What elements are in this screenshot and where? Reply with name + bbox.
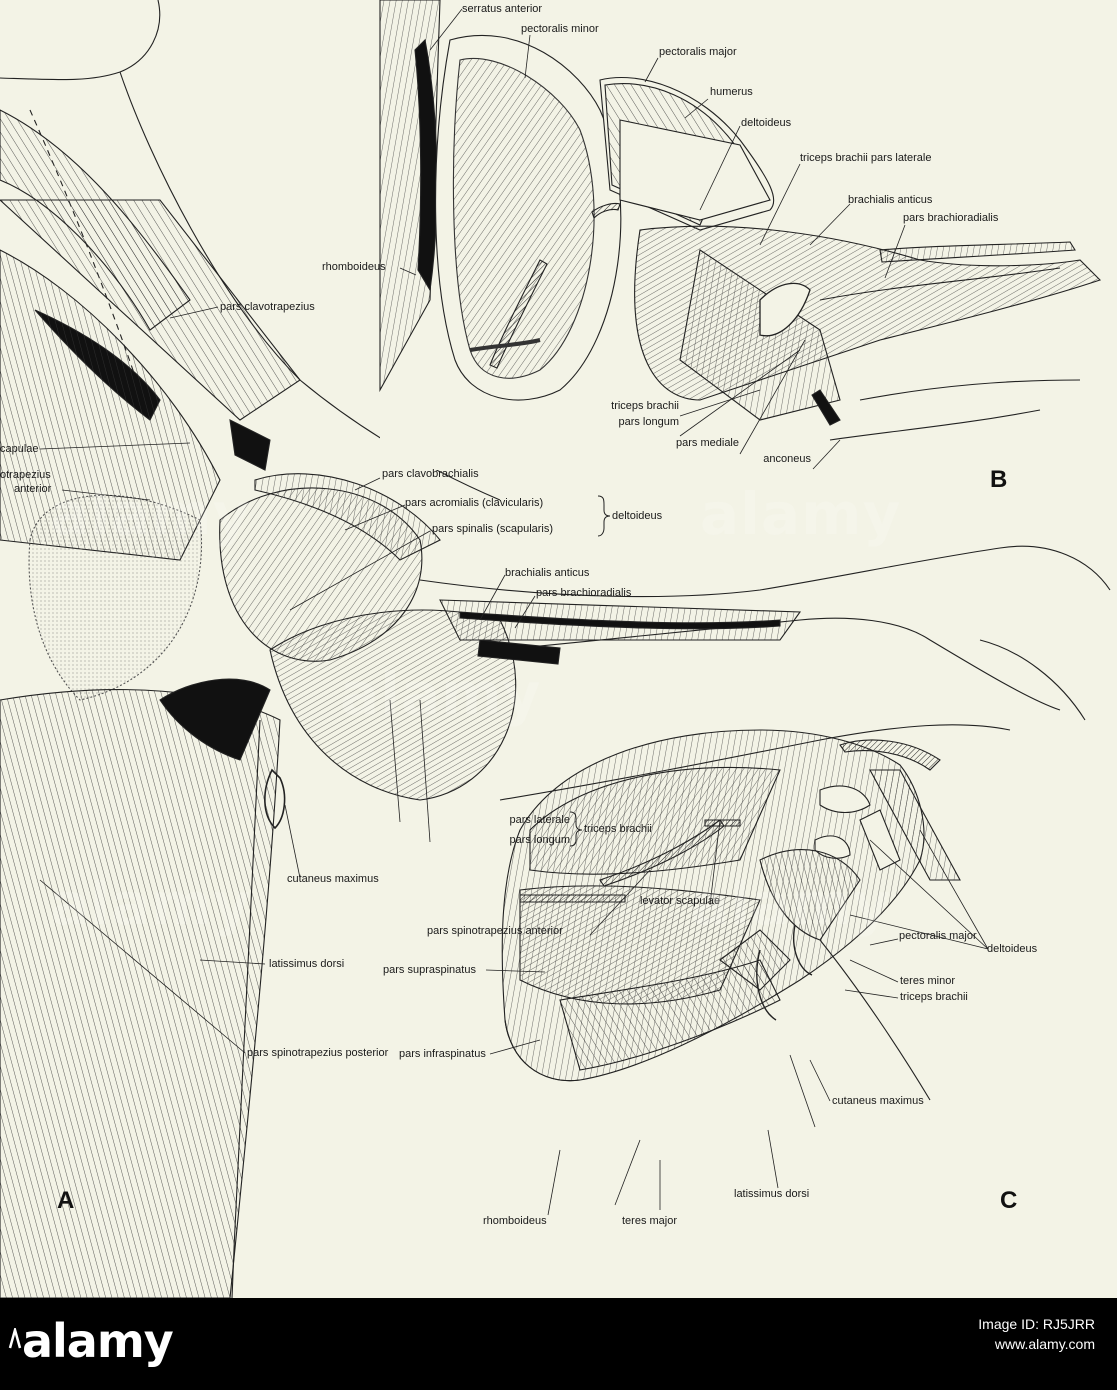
leader-lines <box>39 8 989 1216</box>
label-pars-laterale-a: pars laterale <box>509 814 570 826</box>
label-anconeus-b: anconeus <box>763 453 811 465</box>
label-scapulae-cut: capulae <box>0 443 39 455</box>
label-teres-major: teres major <box>622 1215 678 1227</box>
label-cutaneus-maximus-a: cutaneus maximus <box>287 873 379 885</box>
label-rhomboideus-b: rhomboideus <box>322 261 386 273</box>
footer-bar: alamy Image ID: RJ5JRR www.alamy.com <box>0 1298 1117 1390</box>
label-pars-clavotrapezius: pars clavotrapezius <box>220 301 315 313</box>
label-pars-brachioradialis-a: pars brachioradialis <box>536 587 632 599</box>
muscle-illustration <box>0 0 1117 1298</box>
label-deltoideus-b: deltoideus <box>741 117 792 129</box>
label-braces <box>569 495 611 847</box>
panel-b-drawing <box>379 0 1117 470</box>
label-pectoralis-minor: pectoralis minor <box>521 23 599 35</box>
label-pars-clavobrachialis: pars clavobrachialis <box>382 468 479 480</box>
label-deltoideus-brace: deltoideus <box>612 510 663 522</box>
label-brachialis-anticus-a: brachialis anticus <box>505 567 590 579</box>
label-brachialis-anticus-b: brachialis anticus <box>848 194 933 206</box>
label-anterior-cut: anterior <box>14 483 52 495</box>
label-pars-spinotrapezius-anterior: pars spinotrapezius anterior <box>427 925 563 937</box>
label-triceps-brachii-c: triceps brachii <box>900 991 968 1003</box>
footer-image-info: Image ID: RJ5JRR www.alamy.com <box>978 1314 1095 1354</box>
label-pars-longum-a: pars longum <box>509 834 570 846</box>
label-pars-mediale-b: pars mediale <box>676 437 739 449</box>
label-pars-longum-b: pars longum <box>618 416 679 428</box>
label-pars-infraspinatus: pars infraspinatus <box>399 1048 486 1060</box>
footer-url: www.alamy.com <box>994 1336 1095 1352</box>
label-rhomboideus-c: rhomboideus <box>483 1215 547 1227</box>
panel-letter-a: A <box>57 1187 75 1214</box>
label-pars-spinalis: pars spinalis (scapularis) <box>432 523 554 535</box>
label-teres-minor: teres minor <box>900 975 956 987</box>
label-latissimus-dorsi-a: latissimus dorsi <box>269 958 345 970</box>
panel-letter-b: B <box>990 466 1008 493</box>
panel-c-drawing <box>501 729 961 1101</box>
label-pars-acromialis: pars acromialis (clavicularis) <box>405 497 544 509</box>
label-triceps-lateral-b: triceps brachii pars laterale <box>800 152 932 164</box>
label-pectoralis-major-b: pectoralis major <box>659 46 737 58</box>
label-deltoideus-c: deltoideus <box>987 943 1038 955</box>
label-triceps-brachii-brace: triceps brachii <box>584 823 652 835</box>
label-pars-spinotrapezius-posterior: pars spinotrapezius posterior <box>247 1047 389 1059</box>
label-levator-scapulae: levator scapulae <box>640 895 721 907</box>
label-triceps-brachii-b: triceps brachii <box>611 400 679 412</box>
label-pectoralis-major-c: pectoralis major <box>899 930 977 942</box>
anatomical-figure: serratus anterior pectoralis minor pecto… <box>0 0 1117 1298</box>
label-humerus: humerus <box>710 86 753 98</box>
footer-image-id: Image ID: RJ5JRR <box>978 1316 1095 1332</box>
label-pars-brachioradialis-b: pars brachioradialis <box>903 212 999 224</box>
panel-letter-c: C <box>1000 1187 1018 1214</box>
label-latissimus-dorsi-c: latissimus dorsi <box>734 1188 810 1200</box>
label-cutaneus-maximus-c: cutaneus maximus <box>832 1095 924 1107</box>
alamy-logo-icon <box>8 1328 22 1349</box>
footer-logo: alamy <box>22 1314 174 1368</box>
label-trapezius-cut: otrapezius <box>0 469 51 481</box>
panel-a-drawing <box>0 0 1111 1298</box>
label-pars-supraspinatus: pars supraspinatus <box>383 964 476 976</box>
label-serratus-anterior: serratus anterior <box>462 3 543 15</box>
